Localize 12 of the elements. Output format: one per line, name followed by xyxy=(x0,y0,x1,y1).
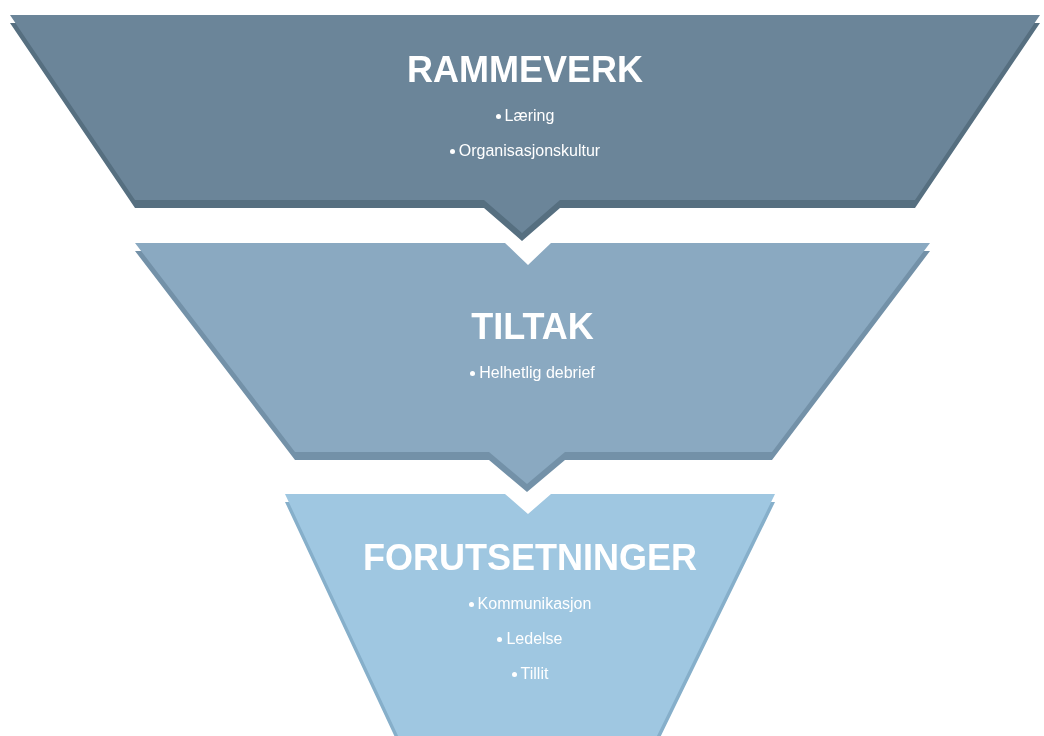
section-heading: TILTAK xyxy=(471,305,594,349)
bullet-item: Tillit xyxy=(520,664,549,684)
bullet-item: Ledelse xyxy=(506,629,563,649)
section-heading: FORUTSETNINGER xyxy=(363,536,697,580)
bullet-item: Organisasjonskultur xyxy=(458,141,601,161)
funnel-section xyxy=(10,12,1040,242)
bullet-item: Kommunikasjon xyxy=(477,594,592,614)
funnel-section xyxy=(285,494,775,736)
section-heading: RAMMEVERK xyxy=(407,48,643,92)
bullet-item: Helhetlig debrief xyxy=(479,363,595,383)
funnel-section xyxy=(135,243,930,493)
bullet-item: Læring xyxy=(504,106,555,126)
